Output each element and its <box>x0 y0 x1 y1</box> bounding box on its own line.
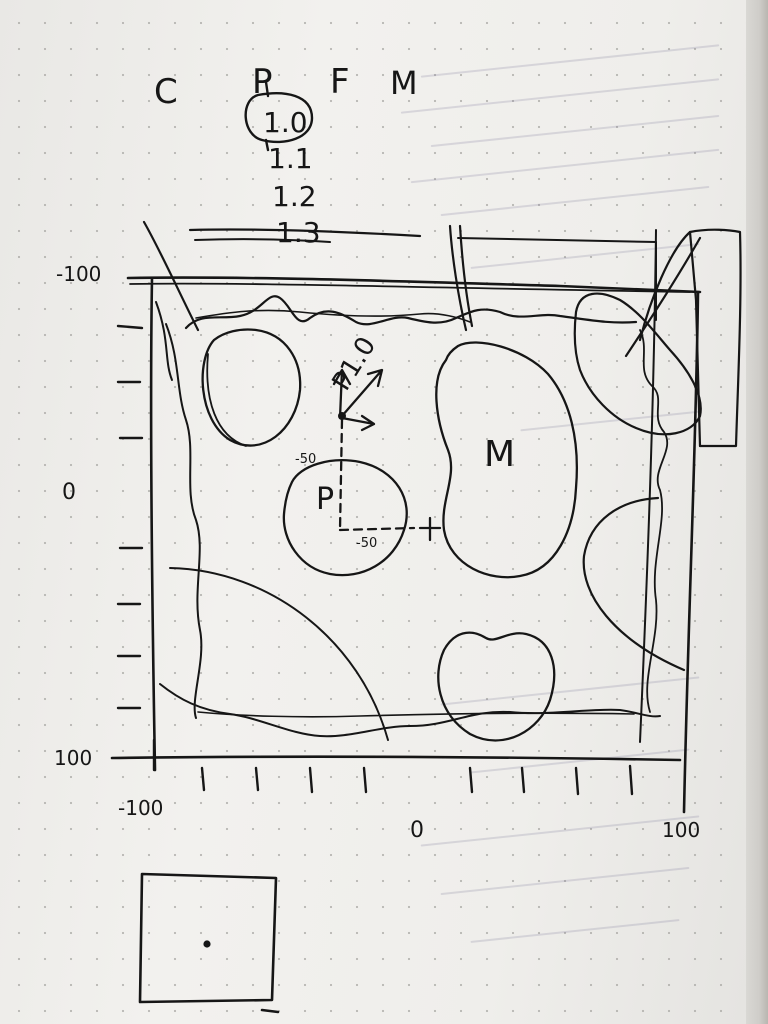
minimap-frame <box>140 874 276 1002</box>
right-diagonal <box>626 238 700 356</box>
tick-x-6 <box>522 768 524 792</box>
tick-x-1 <box>202 768 204 790</box>
minimap-position-dot <box>203 940 210 947</box>
left-terrain-edge-2 <box>156 302 172 380</box>
marker-plus <box>420 518 440 540</box>
tick-x-4 <box>364 768 366 792</box>
marker-arrow-right <box>342 416 374 430</box>
bottom-left-arc <box>170 568 388 740</box>
marker-origin-dot <box>338 412 346 420</box>
right-mid-arc <box>584 498 684 670</box>
marker-arrow-diag <box>342 370 382 416</box>
tick-y-1 <box>118 326 142 328</box>
tick-x-3 <box>310 768 312 792</box>
minimap-corner <box>262 1010 278 1012</box>
version-underline-2 <box>195 239 330 242</box>
top-terrain-wave <box>186 296 636 328</box>
frame-left-edge <box>151 278 155 770</box>
frame-inner-right <box>640 230 656 742</box>
tick-x-7 <box>576 768 578 794</box>
top-left-blob-inner <box>207 354 246 446</box>
bottom-terrain-wave <box>160 684 660 736</box>
tick-x-8 <box>630 766 632 794</box>
left-terrain-edge <box>166 324 201 718</box>
spawn-circle <box>284 460 407 575</box>
tick-x-2 <box>256 768 258 790</box>
version-underline <box>190 229 420 236</box>
bottom-blob <box>438 633 554 741</box>
tick-x-5 <box>470 768 472 792</box>
top-left-blob <box>203 329 301 445</box>
marker-dashed-vertical <box>340 420 342 530</box>
bottom-terrain-wave-2 <box>198 712 634 717</box>
version-highlight-circle <box>246 93 312 142</box>
frame-bottom-edge <box>112 757 680 760</box>
top-right-hill <box>575 294 701 435</box>
region-m-blob <box>436 342 577 577</box>
top-right-box <box>458 238 656 320</box>
